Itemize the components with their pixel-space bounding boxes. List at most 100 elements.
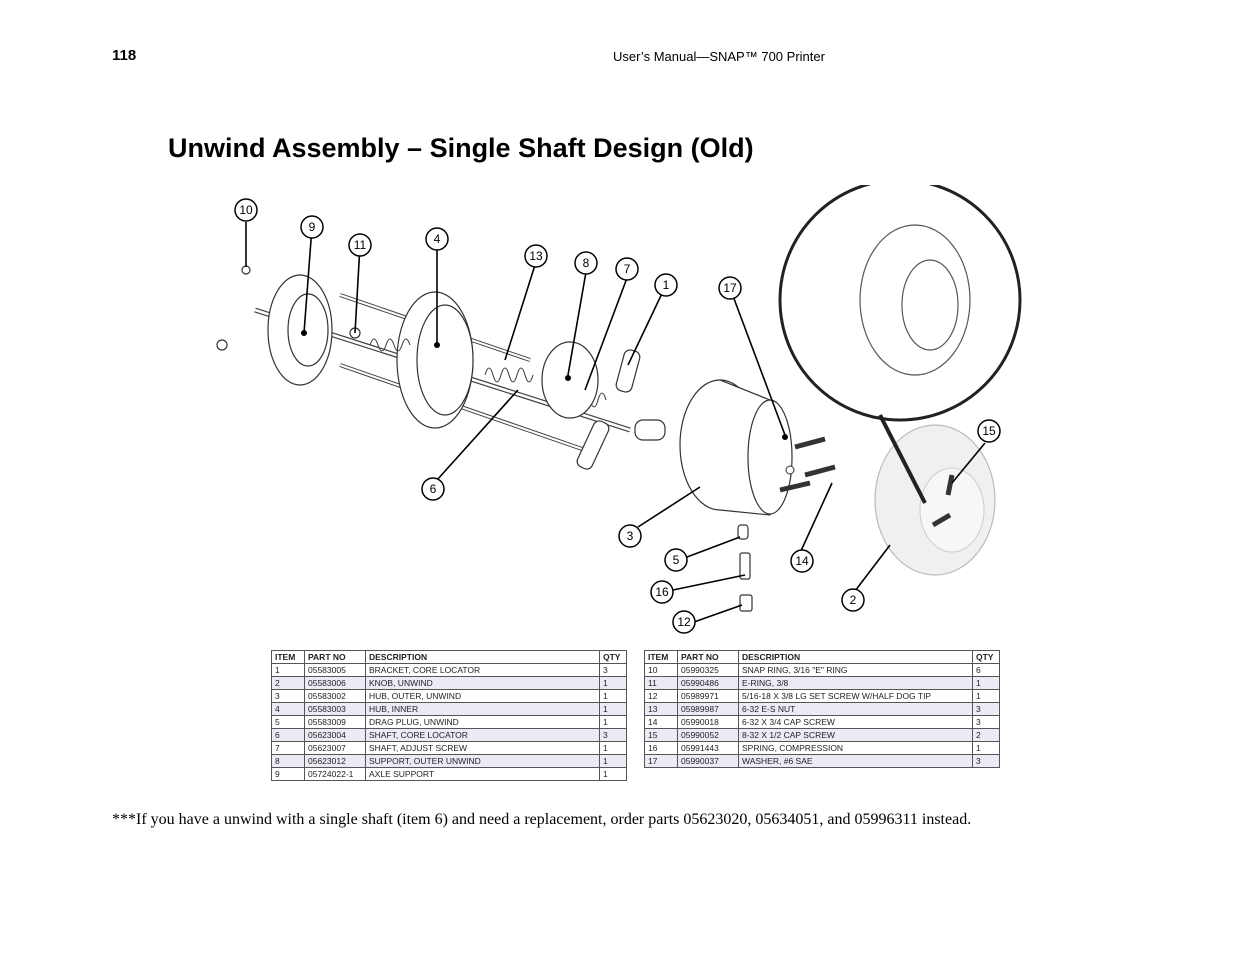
cell-part-no: 05583009 (304, 715, 366, 729)
cell-part-no: 05991443 (677, 741, 739, 755)
callout-4: 4 (425, 227, 449, 251)
cell-description: 5/16-18 X 3/8 LG SET SCREW W/HALF DOG TI… (738, 689, 973, 703)
svg-text:9: 9 (309, 220, 316, 234)
callout-16: 16 (650, 580, 674, 604)
cell-item: 10 (644, 663, 678, 677)
core-locator-bracket-part (576, 349, 666, 470)
page-number: 118 (112, 47, 137, 64)
cell-description: SHAFT, CORE LOCATOR (365, 728, 600, 742)
cell-description: DRAG PLUG, UNWIND (365, 715, 600, 729)
axle-support-part (267, 274, 333, 386)
cell-item: 2 (271, 676, 305, 690)
cell-item: 17 (644, 754, 678, 768)
cell-item: 9 (271, 767, 305, 781)
cell-item: 5 (271, 715, 305, 729)
cell-part-no: 05583005 (304, 663, 366, 677)
column-header-description: DESCRIPTION (365, 650, 600, 664)
svg-text:12: 12 (677, 615, 691, 629)
cell-qty: 1 (972, 676, 1000, 690)
svg-text:11: 11 (354, 238, 367, 252)
cell-item: 6 (271, 728, 305, 742)
cell-item: 8 (271, 754, 305, 768)
outer-support-part (541, 341, 599, 419)
replacement-note: ***If you have a unwind with a single sh… (112, 811, 972, 828)
cell-item: 4 (271, 702, 305, 716)
svg-text:6: 6 (430, 482, 437, 496)
cell-description: 6-32 E-S NUT (738, 702, 973, 716)
leader-lines (245, 222, 986, 623)
table-header-row: ITEM PART NO DESCRIPTION QTY (271, 650, 627, 664)
callout-12: 12 (672, 610, 696, 634)
svg-text:5: 5 (673, 553, 680, 567)
svg-text:2: 2 (850, 593, 857, 607)
outer-hub-part (679, 379, 793, 516)
cell-item: 12 (644, 689, 678, 703)
cell-part-no: 05989971 (677, 689, 739, 703)
cell-description: AXLE SUPPORT (365, 767, 600, 781)
svg-text:10: 10 (239, 203, 253, 217)
cell-qty: 2 (972, 728, 1000, 742)
cell-qty: 3 (972, 715, 1000, 729)
drag-plug-parts (737, 524, 753, 612)
callout-11: 11 (348, 233, 372, 257)
callout-15: 15 (977, 419, 1001, 443)
cell-description: SHAFT, ADJUST SCREW (365, 741, 600, 755)
cell-part-no: 05583003 (304, 702, 366, 716)
column-header-qty: QTY (972, 650, 1000, 664)
cell-description: 8-32 X 1/2 CAP SCREW (738, 728, 973, 742)
callout-3: 3 (618, 524, 642, 548)
svg-text:4: 4 (434, 232, 441, 246)
cell-part-no: 05990018 (677, 715, 739, 729)
cell-qty: 3 (599, 663, 627, 677)
cell-item: 1 (271, 663, 305, 677)
callout-14: 14 (790, 549, 814, 573)
svg-text:17: 17 (723, 281, 737, 295)
cell-qty: 1 (599, 741, 627, 755)
cell-description: WASHER, #6 SAE (738, 754, 973, 768)
cell-item: 16 (644, 741, 678, 755)
cell-item: 3 (271, 689, 305, 703)
callout-7: 7 (615, 257, 639, 281)
callout-1: 1 (654, 273, 678, 297)
cell-item: 7 (271, 741, 305, 755)
svg-text:1: 1 (663, 278, 670, 292)
svg-text:16: 16 (655, 585, 669, 599)
inner-hub-part (396, 291, 474, 429)
column-header-part-no: PART NO (304, 650, 366, 664)
cell-qty: 1 (599, 676, 627, 690)
cell-part-no: 05623012 (304, 754, 366, 768)
svg-text:13: 13 (529, 249, 543, 263)
cell-description: SPRING, COMPRESSION (738, 741, 973, 755)
table-header-row: ITEM PART NO DESCRIPTION QTY (644, 650, 1000, 664)
svg-text:8: 8 (583, 256, 590, 270)
svg-text:3: 3 (627, 529, 634, 543)
callout-13: 13 (524, 244, 548, 268)
cell-description: HUB, OUTER, UNWIND (365, 689, 600, 703)
column-header-description: DESCRIPTION (738, 650, 973, 664)
callout-9: 9 (300, 215, 324, 239)
column-header-qty: QTY (599, 650, 627, 664)
cell-part-no: 05989987 (677, 702, 739, 716)
unwind-knob-part (874, 424, 996, 576)
cell-qty: 6 (972, 663, 1000, 677)
cell-description: E-RING, 3/8 (738, 676, 973, 690)
cell-item: 13 (644, 702, 678, 716)
cell-part-no: 05990325 (677, 663, 739, 677)
cell-item: 14 (644, 715, 678, 729)
cell-part-no: 05623007 (304, 741, 366, 755)
cell-description: KNOB, UNWIND (365, 676, 600, 690)
cell-qty: 1 (599, 767, 627, 781)
cell-description: SUPPORT, OUTER UNWIND (365, 754, 600, 768)
cap-screw-parts (779, 436, 836, 493)
callout-2: 2 (841, 588, 865, 612)
